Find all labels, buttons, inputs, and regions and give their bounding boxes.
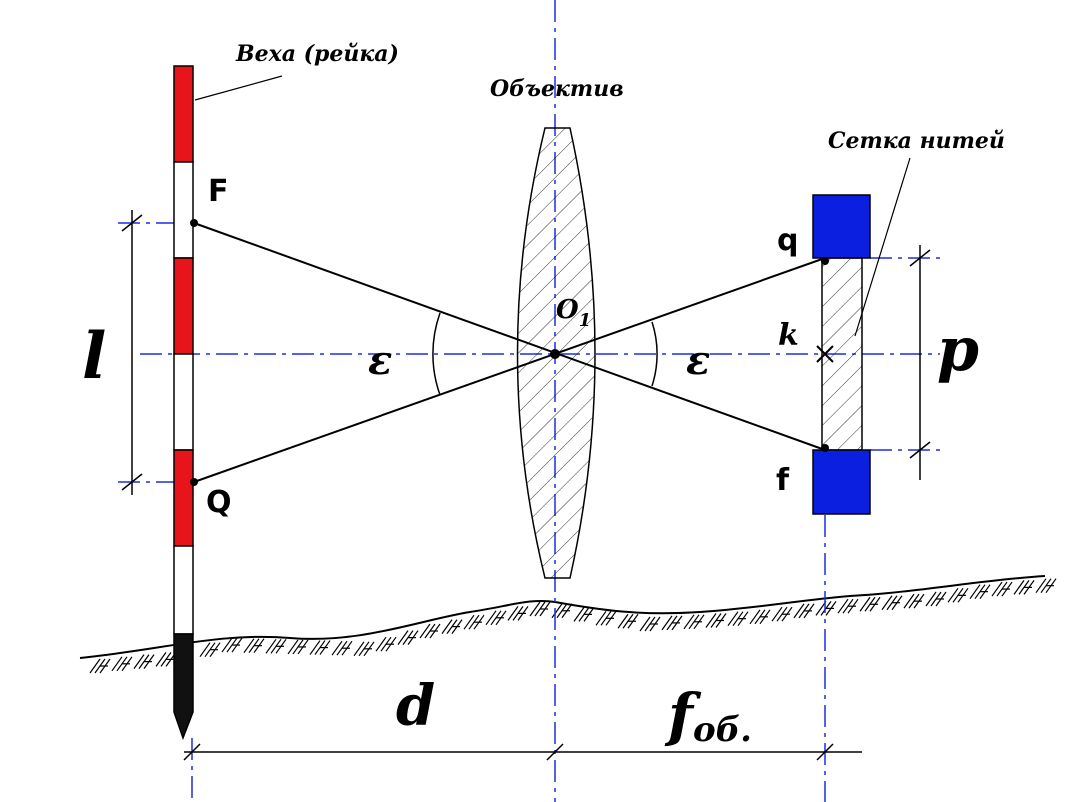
rod-label: Веха (рейка) xyxy=(235,41,399,67)
label-F: F xyxy=(208,174,229,209)
ground-hatch-mark xyxy=(991,581,1003,597)
ground-hatch-mark xyxy=(573,607,585,622)
dim-bottom-tick-1 xyxy=(183,743,201,761)
point-Q xyxy=(190,478,198,486)
ground-hatch-mark xyxy=(947,587,959,603)
ground-hatch-mark xyxy=(133,654,145,669)
ground-hatch-mark xyxy=(881,595,893,611)
dim-p-tick-bottom xyxy=(909,441,931,459)
ground-hatch-mark xyxy=(639,616,651,632)
point-q xyxy=(821,257,829,265)
ground-hatch-mark xyxy=(705,613,717,628)
ground-hatch-mark xyxy=(353,641,365,657)
rod-segment-white-3 xyxy=(173,545,194,635)
ground-hatch-mark xyxy=(595,610,607,626)
rod-segment-white-1 xyxy=(173,161,194,259)
ground-hatch-mark xyxy=(331,640,343,656)
label-Q: Q xyxy=(206,485,232,520)
ground-hatch-mark xyxy=(617,613,629,629)
ground-hatch-mark xyxy=(661,615,673,631)
point-f xyxy=(821,444,829,452)
dim-p-tick-top xyxy=(909,249,931,267)
angle-arc-left xyxy=(432,312,441,396)
ground-hatch-mark xyxy=(265,638,277,654)
ground-hatch-mark xyxy=(155,652,167,667)
ground-hatch-mark xyxy=(551,603,563,619)
ground-hatch-mark xyxy=(485,610,497,626)
reticle-bottom-block xyxy=(812,449,871,515)
point-k-cross xyxy=(816,345,834,363)
reticle-label-leader xyxy=(854,157,911,337)
label-epsilon-right: ε xyxy=(686,337,710,384)
label-O1: O1 xyxy=(556,295,591,331)
label-d: d xyxy=(396,673,435,739)
ground-hatch-mark xyxy=(375,636,387,652)
ground-hatch-mark xyxy=(111,656,123,672)
ground-hatch-mark xyxy=(309,640,321,655)
ground xyxy=(79,575,1057,674)
rod-segment-white-2 xyxy=(173,353,194,451)
label-f-focal: fоб. xyxy=(664,681,752,750)
ground-hatch-mark xyxy=(1035,578,1047,594)
rod-tip-black xyxy=(173,633,194,741)
reticle xyxy=(812,157,911,515)
dim-bottom-tick-2 xyxy=(546,743,564,761)
ground-hatch-mark xyxy=(727,611,739,627)
dim-l-tick-bottom xyxy=(121,473,143,491)
label-O-subscript: 1 xyxy=(579,310,592,331)
ground-hatch-mark xyxy=(419,623,431,639)
label-f-focal-subscript: об. xyxy=(693,710,752,750)
ground-hatching xyxy=(89,578,1057,674)
lens-label: Объектив xyxy=(490,76,624,102)
angle-arcs xyxy=(432,312,658,396)
ray-F-f xyxy=(193,222,826,451)
reticle-top-block xyxy=(812,194,871,259)
point-F xyxy=(190,219,198,227)
ground-hatch-mark xyxy=(199,642,211,658)
point-O1 xyxy=(550,349,560,359)
dimension-lines xyxy=(121,210,931,761)
ground-hatch-mark xyxy=(529,601,541,617)
rays xyxy=(193,222,826,483)
ground-hatch-mark xyxy=(1013,580,1025,595)
dim-bottom-tick-3 xyxy=(816,743,834,761)
ground-hatch-mark xyxy=(683,614,695,630)
ground-hatch-mark xyxy=(287,639,299,655)
ground-hatch-mark xyxy=(903,593,915,609)
ground-hatch-mark xyxy=(221,637,233,653)
reticle-glass xyxy=(821,257,863,451)
label-p: p xyxy=(937,315,979,385)
rod-segment-red-1 xyxy=(173,65,194,163)
ground-hatch-mark xyxy=(925,591,937,607)
ground-hatch-mark xyxy=(749,609,761,625)
ground-line xyxy=(79,575,1046,659)
dim-l-tick-top xyxy=(121,214,143,232)
ground-hatch-mark xyxy=(771,606,783,622)
label-f-point: f xyxy=(776,463,790,498)
angle-arc-right xyxy=(651,321,658,387)
rod-label-leader xyxy=(194,75,283,101)
rod-segment-red-2 xyxy=(173,257,194,355)
label-k: k xyxy=(778,318,799,353)
ray-Q-q xyxy=(193,257,826,483)
ground-hatch-mark xyxy=(441,619,453,634)
ground-hatch-mark xyxy=(397,630,409,645)
label-q: q xyxy=(777,223,798,258)
levelling-rod xyxy=(173,65,194,741)
ground-hatch-mark xyxy=(793,603,805,619)
label-epsilon-left: ε xyxy=(368,337,392,384)
points xyxy=(190,219,829,486)
label-O: O xyxy=(556,295,579,325)
ground-hatch-mark xyxy=(89,658,101,674)
label-l: l xyxy=(82,319,106,394)
ground-hatch-mark xyxy=(969,584,981,600)
ground-hatch-mark xyxy=(243,638,255,654)
ground-hatch-mark xyxy=(507,606,519,621)
ground-hatch-mark xyxy=(859,596,871,612)
ground-hatch-mark xyxy=(837,598,849,614)
reticle-label: Сетка нитей xyxy=(828,128,1005,154)
rod-segment-red-3 xyxy=(173,449,194,547)
ground-hatch-mark xyxy=(463,614,475,630)
